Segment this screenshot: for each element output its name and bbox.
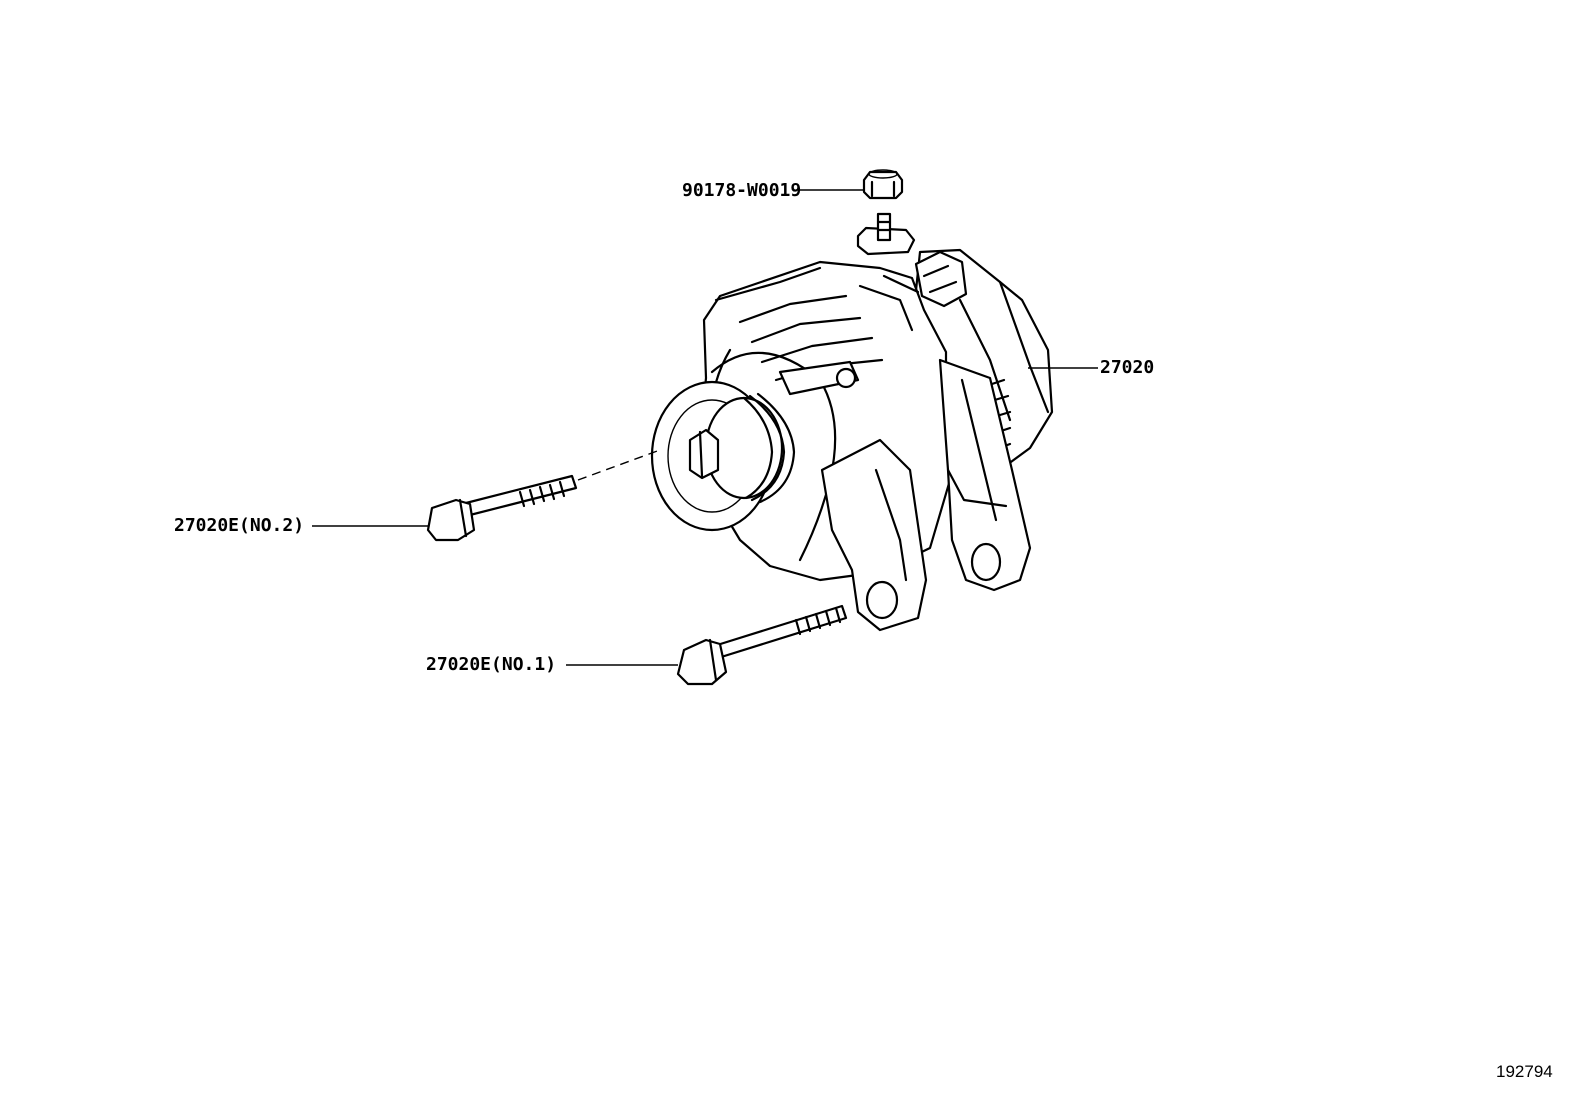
alternator [650, 248, 1054, 632]
label-alternator-27020[interactable]: 27020 [1100, 357, 1155, 378]
bolt-center-line [577, 449, 661, 481]
diagram-id: 192794 [1496, 1062, 1553, 1081]
label-bolt-no2[interactable]: 27020E(NO.2) [174, 515, 305, 536]
bolt-no1 [676, 604, 848, 686]
label-nut-90178[interactable]: 90178-W0019 [682, 180, 802, 201]
terminal-stud [856, 212, 916, 256]
bolt-no2 [426, 474, 578, 542]
label-bolt-no1[interactable]: 27020E(NO.1) [426, 654, 557, 675]
nut-90178 [862, 169, 904, 200]
